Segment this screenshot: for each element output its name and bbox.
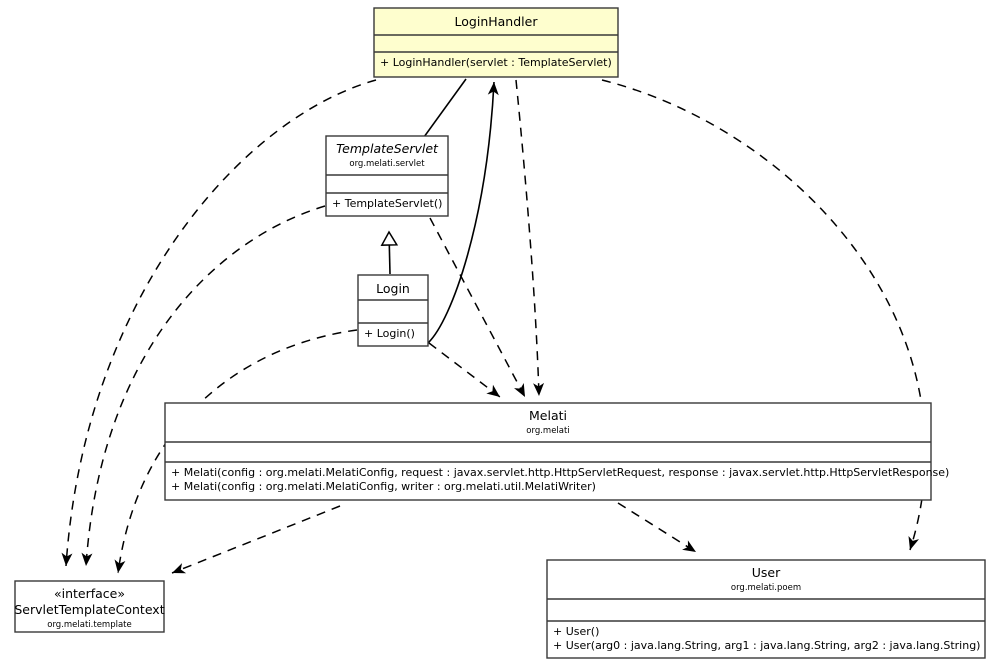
class-operation: + TemplateServlet() [332, 197, 442, 210]
arrow-head [114, 559, 126, 573]
class-name: TemplateServlet [336, 141, 439, 156]
class-operation: + Melati(config : org.melati.MelatiConfi… [171, 466, 949, 479]
class-box-loginhandler[interactable]: LoginHandler + LoginHandler(servlet : Tem… [373, 7, 619, 78]
class-box-frame [14, 580, 165, 633]
edge-line [171, 505, 341, 574]
class-name: User [752, 565, 781, 580]
arrow-head [487, 82, 499, 96]
edge-line [427, 81, 495, 344]
class-box-frame [164, 402, 932, 501]
class-box-frame [373, 7, 619, 78]
edge-line [65, 79, 377, 567]
class-box-frame [357, 274, 429, 347]
class-layer: LoginHandler + LoginHandler(servlet : Tem… [14, 7, 986, 659]
class-box-templateservlet[interactable]: TemplateServlet org.melati.servlet + Templ… [325, 135, 449, 217]
class-package: org.melati.template [47, 620, 132, 630]
edge-line [85, 205, 326, 567]
edge-login-uses-lh [427, 81, 499, 344]
edge-melati-dep-stc [171, 505, 341, 574]
class-operation: + Melati(config : org.melati.MelatiConfi… [171, 480, 596, 493]
edge-line [428, 342, 501, 398]
edge-login-dep-stc [114, 329, 358, 574]
arrow-head [514, 382, 525, 397]
class-box-frame [325, 135, 449, 217]
edge-ts-dep-stc [81, 205, 326, 567]
class-operation: + Login() [364, 327, 415, 340]
arrow-head [81, 552, 93, 566]
class-box-servlettemplatecontext[interactable]: «interface»ServletTemplateContext org.mel… [14, 580, 165, 633]
edge-line [429, 217, 526, 398]
class-box-frame [546, 559, 986, 659]
class-box-login[interactable]: Login + Login() [357, 274, 429, 347]
edge-melati-dep-user [617, 502, 697, 553]
edge-ts-dep-melati [429, 217, 526, 398]
class-name: Login [376, 281, 410, 296]
arrow-head [533, 382, 545, 396]
arrow-head [172, 563, 187, 574]
class-package: org.melati.poem [731, 583, 801, 593]
class-name: Melati [529, 408, 567, 423]
class-box-user[interactable]: User org.melati.poem + User()+ User(arg0 :… [546, 559, 986, 659]
arrow-head [61, 552, 73, 566]
edge-line [515, 79, 540, 397]
arrow-head [380, 230, 399, 246]
arrow-head [908, 535, 920, 550]
class-box-melati[interactable]: Melati org.melati + Melati(config : org.me… [164, 402, 949, 501]
edge-line [117, 329, 358, 574]
edge-layer [61, 78, 927, 574]
class-package: org.melati.servlet [349, 159, 425, 169]
edge-lh-dep-melati [515, 79, 545, 397]
class-stereotype: «interface» [54, 586, 125, 601]
edge-line [617, 502, 697, 553]
class-name: ServletTemplateContext [14, 602, 164, 617]
class-name: LoginHandler [455, 14, 539, 29]
edge-login-extends-ts [380, 230, 399, 275]
class-operation: + User(arg0 : java.lang.String, arg1 : j… [553, 639, 980, 652]
class-package: org.melati [526, 426, 569, 436]
edge-lh-dep-stc [61, 79, 377, 567]
edge-login-dep-melati [428, 342, 501, 398]
class-operation: + User() [553, 625, 599, 638]
arrow-head [486, 384, 500, 397]
arrow-head [682, 540, 696, 552]
class-operation: + LoginHandler(servlet : TemplateServlet… [380, 56, 612, 69]
